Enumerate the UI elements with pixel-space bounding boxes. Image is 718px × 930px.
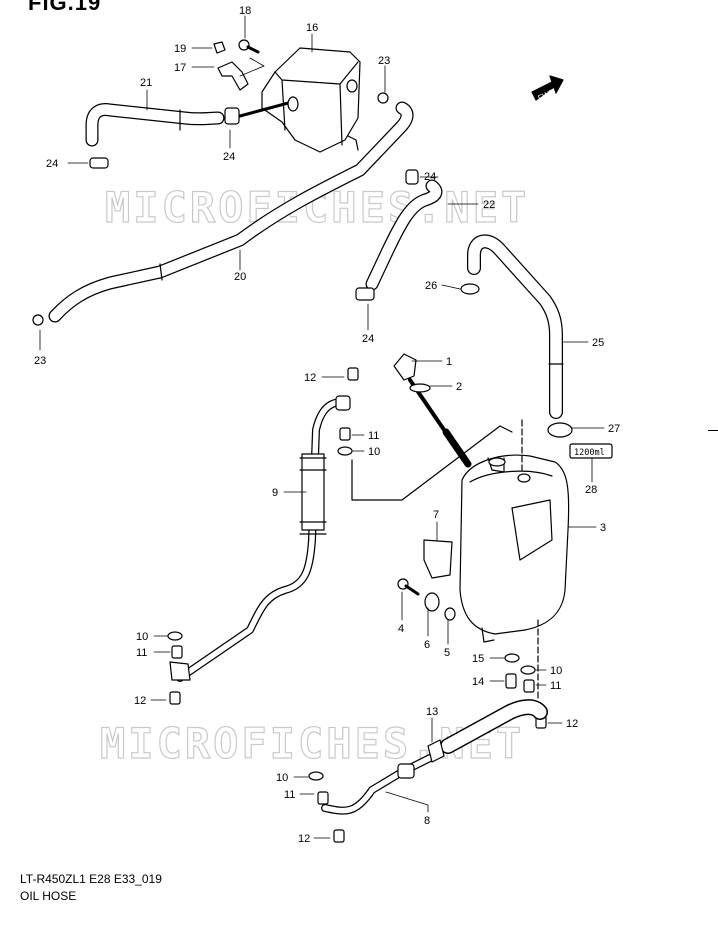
part-1-oil-cap-dipstick (393, 353, 472, 468)
callout-7: 7 (433, 509, 439, 521)
callout-23-left: 23 (34, 355, 46, 367)
part-16-breather-box (261, 47, 361, 153)
callout-24: 24 (223, 151, 235, 163)
part-26-clip (460, 283, 480, 295)
part-15-washer (504, 653, 520, 663)
part-20-hose (48, 101, 414, 323)
callout-11-bottom: 11 (284, 789, 295, 801)
callout-11-right: 11 (550, 680, 561, 692)
callout-26: 26 (425, 280, 437, 292)
diagram-title: OIL HOSE (20, 889, 77, 903)
part-9-hose (169, 395, 351, 682)
part-callouts: 18 16 19 17 23 21 24 24 24 22 20 26 25 2… (34, 5, 620, 845)
callout-16: 16 (306, 22, 318, 34)
callout-11: 11 (368, 430, 379, 442)
callout-6: 6 (424, 639, 430, 651)
callout-23: 23 (378, 55, 390, 67)
part-28-marking-box (569, 443, 613, 459)
part-17-bracket (217, 61, 249, 91)
part-25-hose (467, 234, 564, 419)
part-18-bolt (238, 39, 260, 54)
part-16-outlet-nipple (238, 96, 299, 118)
callout-24-lower: 24 (362, 333, 374, 345)
callout-10-right: 10 (550, 665, 562, 677)
callout-5: 5 (444, 647, 450, 659)
part-8-hose-assembly (321, 699, 548, 815)
part-10-washer (167, 446, 536, 781)
part-24-clamp (89, 107, 419, 301)
callout-24-left: 24 (46, 158, 58, 170)
callout-12-right: 12 (566, 718, 578, 730)
callout-12-left: 12 (134, 695, 146, 707)
callout-12: 12 (304, 372, 316, 384)
callout-8: 8 (424, 815, 430, 827)
tank-capacity-marking: 1200ml (574, 448, 605, 458)
part-3-oil-tank (459, 454, 570, 643)
part-21-hose (85, 103, 225, 147)
leader-lines (39, 15, 605, 839)
part-4-bolt (397, 578, 420, 596)
fwd-arrow-icon (531, 75, 564, 101)
part-14-union-bolt (505, 673, 517, 689)
callout-14: 14 (472, 676, 484, 688)
callout-10-left: 10 (136, 631, 148, 643)
part-7-plate (423, 539, 453, 579)
callout-3: 3 (600, 522, 606, 534)
part-11-fitting (171, 427, 535, 805)
callout-10: 10 (368, 446, 380, 458)
part-23-clip (32, 92, 389, 326)
callout-13: 13 (426, 706, 438, 718)
callout-4: 4 (398, 623, 404, 635)
callout-18: 18 (239, 5, 251, 17)
callout-10-bottom: 10 (276, 772, 288, 784)
callout-1: 1 (446, 356, 452, 368)
callout-12-bottom: 12 (298, 833, 310, 845)
watermark-top: MICROFICHES.NET (105, 183, 529, 232)
callout-22: 22 (483, 199, 495, 211)
callout-25: 25 (592, 337, 604, 349)
bracket-line (351, 425, 513, 501)
callout-17: 17 (174, 62, 186, 74)
part-27-clamp (547, 422, 573, 438)
part-13-clamp (427, 739, 445, 763)
figure-label: FIG.19 (28, 0, 102, 15)
diagram-code: LT-R450ZL1 E28 E33_019 (20, 872, 162, 886)
callout-28: 28 (585, 484, 597, 496)
callout-21: 21 (140, 77, 152, 89)
alignment-lines (521, 419, 539, 701)
part-19-nut (213, 41, 226, 54)
edge-tick (708, 430, 718, 431)
part-22-hose (365, 179, 443, 291)
part-6-grommet (424, 592, 440, 612)
callout-11-left: 11 (136, 647, 147, 659)
callout-9: 9 (272, 487, 278, 499)
callout-19: 19 (174, 43, 186, 55)
callout-20: 20 (234, 271, 246, 283)
callout-15: 15 (472, 653, 484, 665)
callout-24-mid: 24 (424, 171, 436, 183)
part-2-o-ring (409, 383, 431, 393)
callout-27: 27 (608, 423, 620, 435)
part-5-collar (444, 607, 456, 621)
callout-2: 2 (456, 381, 462, 393)
